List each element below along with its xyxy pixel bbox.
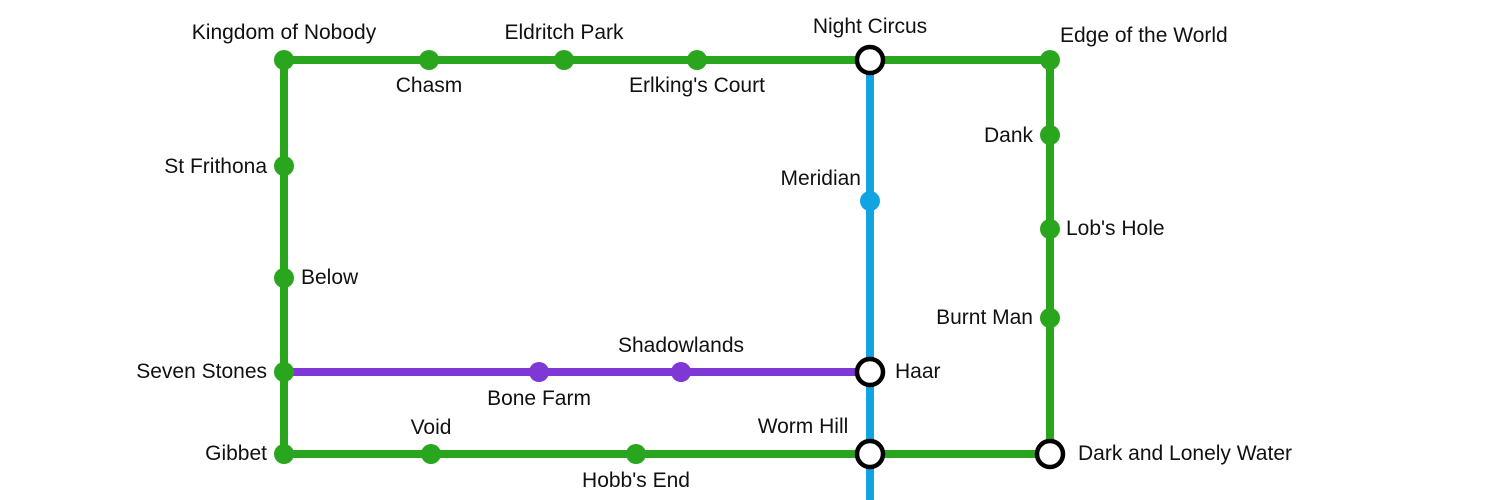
station-marker-eldritch-park[interactable] xyxy=(554,50,574,70)
station-marker-kingdom-of-nobody[interactable] xyxy=(274,50,294,70)
station-marker-edge-of-the-world[interactable] xyxy=(1040,50,1060,70)
station-marker-dank[interactable] xyxy=(1040,125,1060,145)
station-marker-st-frithona[interactable] xyxy=(274,156,294,176)
label-gibbet[interactable]: Gibbet xyxy=(205,442,267,465)
interchange-marker-worm-hill[interactable] xyxy=(854,438,886,470)
label-burnt-man[interactable]: Burnt Man xyxy=(936,306,1033,329)
station-marker-chasm[interactable] xyxy=(419,50,439,70)
label-below[interactable]: Below xyxy=(301,266,359,289)
station-labels: Kingdom of Nobody Chasm Eldritch Park Er… xyxy=(136,15,1292,492)
station-marker-below[interactable] xyxy=(274,268,294,288)
station-marker-burnt-man[interactable] xyxy=(1040,308,1060,328)
line-segments xyxy=(280,56,1054,500)
label-edge-of-the-world[interactable]: Edge of the World xyxy=(1060,24,1228,47)
label-seven-stones[interactable]: Seven Stones xyxy=(136,360,267,383)
label-hobbs-end[interactable]: Hobb's End xyxy=(582,469,690,492)
label-haar[interactable]: Haar xyxy=(895,360,941,383)
label-st-frithona[interactable]: St Frithona xyxy=(164,155,267,178)
label-night-circus[interactable]: Night Circus xyxy=(813,15,927,38)
label-eldritch-park[interactable]: Eldritch Park xyxy=(504,21,624,44)
interchanges xyxy=(854,44,1066,470)
station-marker-erlkings-court[interactable] xyxy=(687,50,707,70)
label-void[interactable]: Void xyxy=(411,416,452,439)
label-worm-hill[interactable]: Worm Hill xyxy=(758,415,849,438)
station-marker-void[interactable] xyxy=(421,444,441,464)
station-marker-hobbs-end[interactable] xyxy=(626,444,646,464)
label-chasm[interactable]: Chasm xyxy=(396,74,463,97)
label-bone-farm[interactable]: Bone Farm xyxy=(487,387,591,410)
label-dark-and-lonely-water[interactable]: Dark and Lonely Water xyxy=(1078,442,1292,465)
stations xyxy=(274,50,1060,464)
station-marker-bone-farm[interactable] xyxy=(529,362,549,382)
label-lobs-hole[interactable]: Lob's Hole xyxy=(1066,217,1165,240)
station-marker-meridian[interactable] xyxy=(860,191,880,211)
label-shadowlands[interactable]: Shadowlands xyxy=(618,334,744,357)
interchange-marker-night-circus[interactable] xyxy=(854,44,886,76)
station-marker-seven-stones[interactable] xyxy=(274,362,294,382)
interchange-marker-haar[interactable] xyxy=(854,356,886,388)
label-erlkings-court[interactable]: Erlking's Court xyxy=(629,74,765,97)
station-marker-gibbet[interactable] xyxy=(274,444,294,464)
station-marker-shadowlands[interactable] xyxy=(671,362,691,382)
station-marker-lobs-hole[interactable] xyxy=(1040,219,1060,239)
label-dank[interactable]: Dank xyxy=(984,124,1034,147)
interchange-marker-dark-and-lonely-water[interactable] xyxy=(1034,438,1066,470)
label-meridian[interactable]: Meridian xyxy=(780,167,861,190)
label-kingdom-of-nobody[interactable]: Kingdom of Nobody xyxy=(192,21,377,44)
